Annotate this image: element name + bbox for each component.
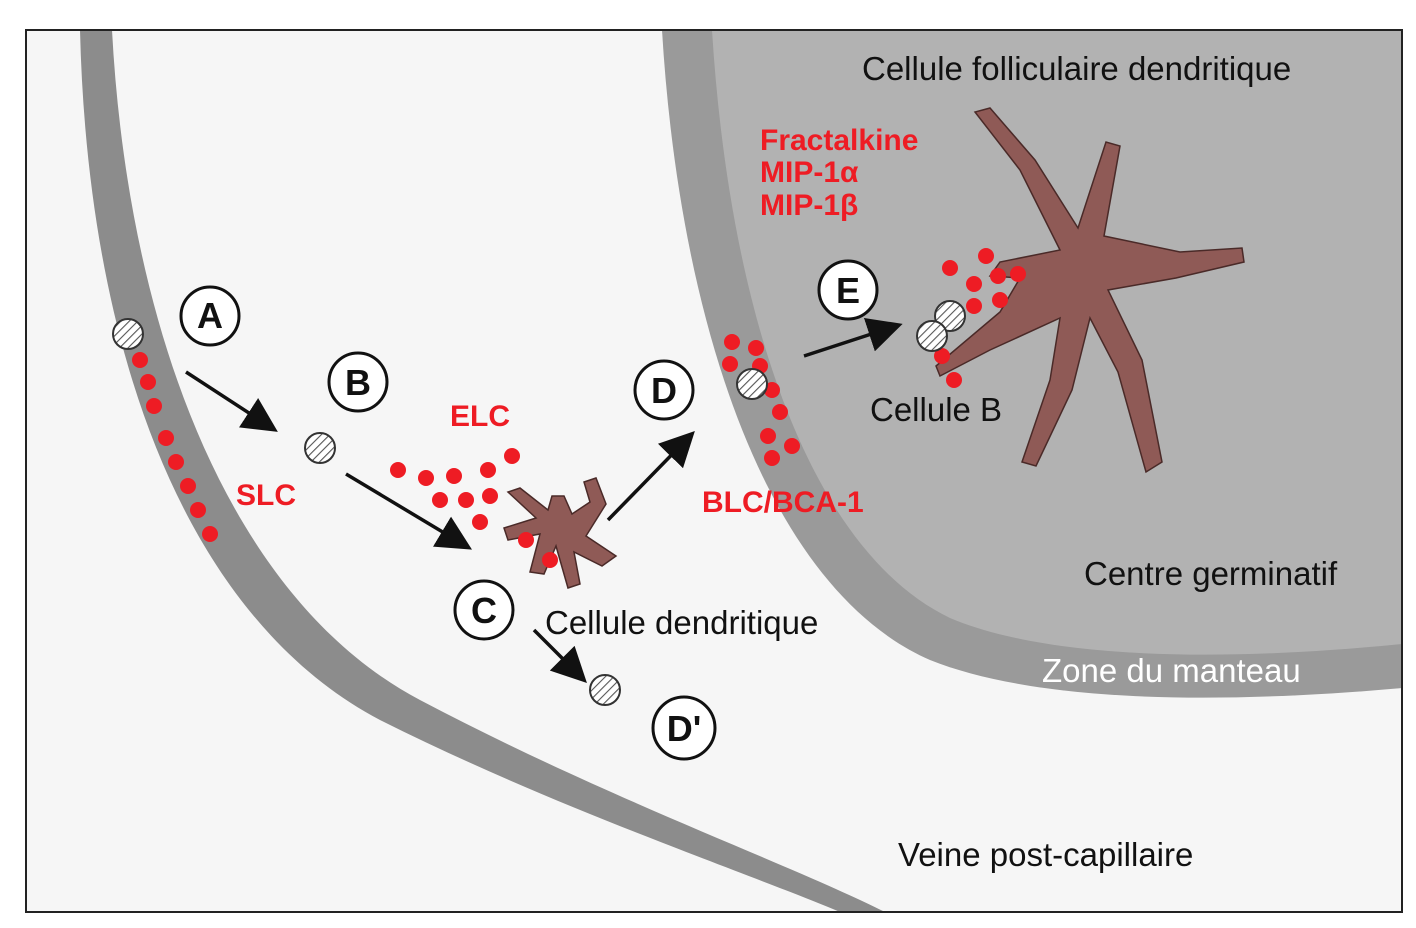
chemokine-dot xyxy=(158,430,174,446)
lymphocyte-a xyxy=(112,318,144,350)
step-a-label: A xyxy=(197,295,223,336)
chemokine-dot xyxy=(978,248,994,264)
chemokine-dot xyxy=(722,356,738,372)
mip1a-label: MIP-1α xyxy=(760,156,859,189)
chemokine-dot xyxy=(518,532,534,548)
chemokine-dot xyxy=(946,372,962,388)
blc-label: BLC/BCA-1 xyxy=(702,486,864,519)
elc-chemokine-dots xyxy=(390,448,558,568)
lymphocyte-d-prime xyxy=(589,674,621,706)
lymphocyte-b xyxy=(304,432,336,464)
chemokine-dot xyxy=(472,514,488,530)
b-cell-label: Cellule B xyxy=(870,391,1002,428)
arrow-d-e xyxy=(803,318,903,358)
chemokine-dot xyxy=(966,276,982,292)
arrow-c-d-prime xyxy=(532,628,587,683)
chemokine-dot xyxy=(764,450,780,466)
chemokine-dot xyxy=(446,468,462,484)
chemokine-dot xyxy=(990,268,1006,284)
chemokine-dot xyxy=(146,398,162,414)
chemokine-dot xyxy=(390,462,406,478)
migration-arrows xyxy=(185,318,903,683)
chemokine-dot xyxy=(140,374,156,390)
chemokine-dot xyxy=(458,492,474,508)
vein-wall xyxy=(80,30,885,912)
mantle-zone-label: Zone du manteau xyxy=(1042,652,1301,689)
chemokine-dot xyxy=(760,428,776,444)
germinal-center-label: Centre germinatif xyxy=(1084,555,1338,592)
step-c-label: C xyxy=(471,590,497,631)
chemokine-dot xyxy=(772,404,788,420)
chemokine-dot xyxy=(432,492,448,508)
chemokine-dot xyxy=(482,488,498,504)
dendritic-cell-label: Cellule dendritique xyxy=(545,604,818,641)
step-marker-d-prime: D' xyxy=(651,695,717,761)
lymphocytes xyxy=(112,300,966,706)
chemokine-dot xyxy=(132,352,148,368)
chemokine-dot xyxy=(764,382,780,398)
lymphocyte-e1 xyxy=(934,300,966,332)
step-b-label: B xyxy=(345,362,371,403)
lymphocyte-e2 xyxy=(916,320,948,352)
vein-chemokine-dots xyxy=(132,352,218,542)
chemokine-dot xyxy=(748,340,764,356)
fdc-chemokine-dots xyxy=(934,248,1026,388)
step-d-label: D xyxy=(651,370,677,411)
step-marker-d: D xyxy=(633,359,695,421)
chemokine-dot xyxy=(784,438,800,454)
step-marker-e: E xyxy=(817,259,879,321)
fractalkine-label: Fractalkine xyxy=(760,124,918,157)
chemokine-dot xyxy=(934,348,950,364)
chemokine-dot xyxy=(168,454,184,470)
chemokine-dot xyxy=(992,292,1008,308)
step-e-label: E xyxy=(836,270,860,311)
arrow-b-c xyxy=(345,472,473,550)
fdc-region-label: Cellule folliculaire dendritique xyxy=(862,50,1291,87)
chemokine-dot xyxy=(480,462,496,478)
step-marker-c: C xyxy=(453,579,515,641)
chemokine-dot xyxy=(1010,266,1026,282)
frame-border xyxy=(25,29,1403,913)
step-marker-b: B xyxy=(327,351,389,413)
vein-label: Veine post-capillaire xyxy=(898,836,1193,873)
chemokine-dot xyxy=(418,470,434,486)
slc-label: SLC xyxy=(236,479,296,512)
chemokine-dot xyxy=(180,478,196,494)
dendritic-cell xyxy=(503,477,618,589)
lymphocyte-d xyxy=(736,368,768,400)
step-marker-a: A xyxy=(179,285,241,347)
elc-label: ELC xyxy=(450,400,510,433)
chemokine-dot xyxy=(724,334,740,350)
chemokine-dot xyxy=(966,298,982,314)
arrow-dc-d xyxy=(606,430,695,522)
step-d-prime-label: D' xyxy=(667,708,702,749)
arrow-a-b xyxy=(185,370,278,432)
chemokine-dot xyxy=(942,260,958,276)
mip1b-label: MIP-1β xyxy=(760,189,858,222)
follicular-dendritic-cell xyxy=(935,107,1245,474)
chemokine-dot xyxy=(190,502,206,518)
chemokine-dot xyxy=(504,448,520,464)
chemokine-dot xyxy=(202,526,218,542)
blc-chemokine-dots xyxy=(722,334,800,466)
chemokine-dot xyxy=(542,552,558,568)
